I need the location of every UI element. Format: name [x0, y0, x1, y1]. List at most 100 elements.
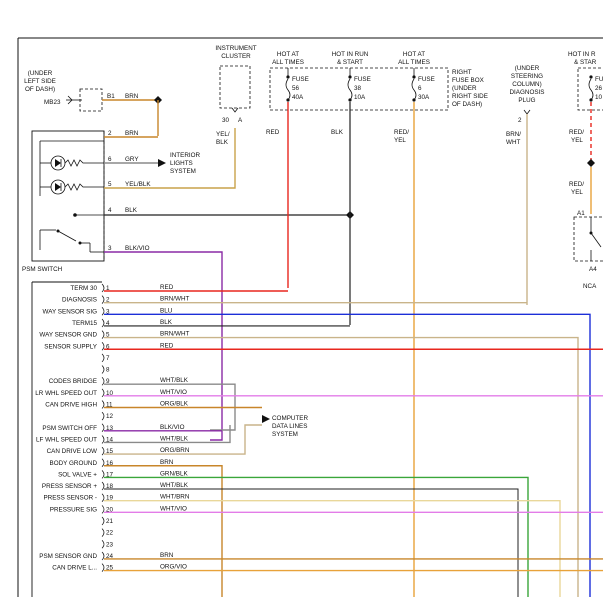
module-wire-pin-3 — [104, 313, 591, 597]
pin-terminal — [101, 551, 105, 561]
module-pin-row: 9 CODES BRIDGE WHT/BLK — [49, 376, 189, 386]
module-pin-number: 7 — [106, 355, 110, 362]
psm-ground-icon — [73, 213, 104, 217]
module-pin-function: CAN DRIVE LOW — [47, 448, 97, 455]
pin-terminal — [101, 505, 105, 514]
svg-text:DATA LINES: DATA LINES — [272, 423, 307, 430]
svg-text:HOT IN R: HOT IN R — [568, 51, 596, 58]
svg-text:CLUSTER: CLUSTER — [221, 53, 251, 60]
psm-pin-4: 4 — [108, 207, 112, 214]
module-pin-function: PRESS SENSOR - — [43, 495, 97, 502]
module-pin-function: PRESSURE SIG — [50, 506, 97, 513]
pin-terminal — [101, 411, 105, 421]
module-pin-function: SENSOR SUPPLY — [44, 343, 98, 350]
ic-pin-arrow — [231, 107, 239, 113]
module-pin-number: 9 — [106, 378, 110, 385]
module-pin-number: 24 — [106, 553, 114, 560]
module-pin-function: CAN DRIVE L... — [52, 565, 97, 572]
pin-terminal — [101, 481, 105, 491]
module-pin-number: 19 — [106, 495, 114, 502]
fuse-56-wire-color: RED — [266, 129, 280, 136]
diagnosis-wire-color-1: BRN/ — [506, 131, 521, 138]
psm-switch-label: PSM SWITCH — [22, 266, 63, 273]
module-pin-function: LR WHL SPEED OUT — [35, 390, 97, 397]
module-wire-color: RED — [160, 284, 174, 291]
right-fuse-box-2 — [577, 67, 603, 111]
module-pin-number: 10 — [106, 390, 114, 397]
ic-pin-a: A — [238, 117, 243, 124]
module-pin-number: 11 — [106, 402, 113, 409]
module-wire-color: RED — [160, 342, 174, 349]
module-wire-color: BRN/WHT — [160, 331, 190, 338]
brn-wire-label: BRN — [125, 93, 139, 100]
psm-switch-box — [31, 130, 105, 262]
relay-pin-a4: A4 — [589, 266, 597, 273]
module-wires — [104, 290, 603, 597]
svg-text:OF DASH): OF DASH) — [25, 86, 55, 93]
module-wire-pin-19 — [104, 500, 561, 597]
module-wire-color: WHT/BLK — [160, 482, 189, 489]
module-wire-color: WHT/BLK — [160, 377, 189, 384]
module-wire-color: BLK/VIO — [160, 424, 185, 431]
right-wire-color-2b: YEL — [571, 189, 583, 196]
pin-terminal — [101, 423, 105, 433]
diagnosis-wire-color-2: WHT — [506, 139, 520, 146]
module-wire-color: WHT/VIO — [160, 505, 187, 512]
module-pin-function: LF WHL SPEED OUT — [36, 436, 97, 443]
psm-switch-contact-icon — [39, 229, 104, 253]
pin-terminal — [101, 295, 105, 304]
svg-text:FUSE BOX: FUSE BOX — [452, 77, 485, 84]
pin-terminal — [101, 446, 105, 456]
pin-terminal — [101, 528, 105, 537]
psm-pin-2: 2 — [108, 130, 112, 137]
psm-pin-3-wire — [104, 251, 223, 441]
svg-text:& START: & START — [337, 59, 363, 66]
module-wire-color: BLU — [160, 307, 173, 314]
svg-text:STEERING: STEERING — [511, 73, 543, 80]
svg-text:LEFT SIDE: LEFT SIDE — [24, 78, 56, 85]
module-wire-color: ORG/BLK — [160, 401, 189, 408]
pin-terminal — [101, 283, 105, 293]
pin-terminal — [101, 470, 105, 479]
svg-text:(UNDER: (UNDER — [452, 85, 477, 92]
pin-terminal — [101, 458, 105, 467]
fuse-56-header: HOT AT ALL TIMES — [272, 51, 304, 66]
fuse-6-number: 6 — [418, 85, 422, 92]
module-pin-row: 21 — [101, 516, 114, 526]
fuse-38-icon — [347, 68, 353, 102]
module-wire-color: WHT/BLK — [160, 435, 189, 442]
module-pin-number: 18 — [106, 483, 114, 490]
psm-pin-5: 5 — [108, 181, 112, 188]
svg-text:PLUG: PLUG — [518, 97, 535, 104]
pin-terminal — [101, 563, 105, 572]
computer-data-lines-label: COMPUTER DATA LINES SYSTEM — [272, 415, 308, 438]
svg-text:ALL TIMES: ALL TIMES — [272, 59, 304, 66]
module-pin-function: WAY SENSOR GND — [39, 332, 97, 339]
svg-text:COLUMN): COLUMN) — [512, 81, 541, 88]
svg-text:INTERIOR: INTERIOR — [170, 152, 201, 159]
module-pin-function: CODES BRIDGE — [49, 378, 97, 385]
instrument-cluster-label: INSTRUMENT CLUSTER — [215, 45, 256, 60]
nca-relay-box — [573, 216, 603, 262]
fuse-6-rating: 30A — [418, 94, 430, 101]
fuse-38-wire-color: BLK — [331, 129, 344, 136]
module-pin-number: 21 — [106, 518, 114, 525]
pin-terminal — [101, 342, 105, 351]
module-wire-pin-18 — [104, 488, 519, 597]
svg-text:HOT IN RUN: HOT IN RUN — [332, 51, 369, 58]
module-pin-number: 6 — [106, 343, 110, 350]
module-pin-number: 22 — [106, 530, 114, 537]
mb23-connector — [79, 88, 103, 112]
module-pin-row: 7 — [101, 353, 110, 363]
